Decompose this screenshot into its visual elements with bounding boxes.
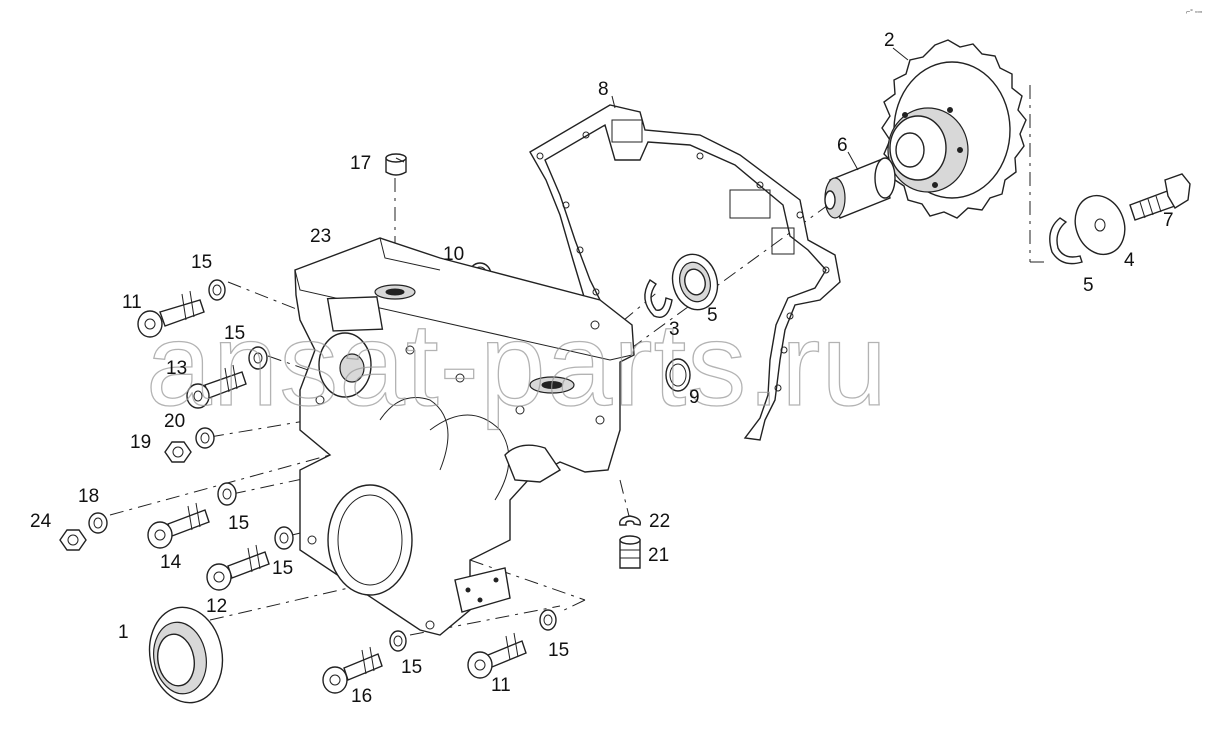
callout-15-d: 15 <box>272 558 293 579</box>
callout-19: 19 <box>130 432 151 453</box>
callout-2: 2 <box>884 30 895 51</box>
callout-15-e: 15 <box>401 657 422 678</box>
washer-20 <box>195 427 215 449</box>
watermark-text: ansat-parts.ru <box>146 299 888 431</box>
front-housing <box>294 237 635 636</box>
callout-12: 12 <box>206 596 227 617</box>
corner-mark: ⌐° ▫▫▫ <box>1186 8 1202 16</box>
callout-5-left: 5 <box>707 305 718 326</box>
gasket-8 <box>529 104 841 441</box>
callout-9: 9 <box>689 387 700 408</box>
washer-15-f <box>539 609 557 631</box>
callout-18: 18 <box>78 486 99 507</box>
circlip-5-right <box>1049 217 1083 265</box>
washer-15-a <box>208 279 226 301</box>
callout-23: 23 <box>310 226 331 247</box>
callout-15-a: 15 <box>191 252 212 273</box>
callout-15-b: 15 <box>224 323 245 344</box>
callout-15-f: 15 <box>548 640 569 661</box>
callout-3: 3 <box>669 319 680 340</box>
gear-2 <box>881 39 1027 219</box>
bolt-7 <box>1129 173 1191 221</box>
callout-11-bottom: 11 <box>491 675 511 696</box>
callout-10: 10 <box>443 244 464 265</box>
callout-labels: 1 2 3 4 5 5 6 7 8 9 10 11 11 12 13 14 15… <box>30 30 1174 707</box>
callout-7: 7 <box>1163 210 1174 231</box>
callout-20: 20 <box>164 411 185 432</box>
callout-11-top: 11 <box>122 292 142 313</box>
circlip-22 <box>619 515 641 526</box>
bolt-14 <box>147 502 210 549</box>
bolt-11-bottom <box>467 632 527 679</box>
callout-21: 21 <box>648 545 669 566</box>
bushing-6 <box>824 157 896 219</box>
callout-13: 13 <box>166 358 187 379</box>
washer-4 <box>1074 194 1126 256</box>
washer-15-e <box>389 630 407 652</box>
callout-14: 14 <box>160 552 182 573</box>
ring-9 <box>665 358 691 392</box>
circlip-3 <box>644 279 673 318</box>
callout-6: 6 <box>837 135 848 156</box>
leader-lines <box>395 47 909 171</box>
washer-15-b <box>248 346 268 370</box>
callout-5-right: 5 <box>1083 275 1094 296</box>
fitting-21 <box>619 535 641 569</box>
plug-24 <box>59 529 87 551</box>
washer-15-d <box>274 526 294 550</box>
washer-15-c <box>217 482 237 506</box>
callout-1: 1 <box>118 622 129 643</box>
callout-15-c: 15 <box>228 513 249 534</box>
seal-5-left <box>671 253 719 311</box>
washer-18 <box>88 512 108 534</box>
callout-22: 22 <box>649 511 670 532</box>
callout-4: 4 <box>1124 250 1135 271</box>
callout-8: 8 <box>598 79 609 100</box>
seal-1 <box>148 606 224 704</box>
bolt-13 <box>186 364 247 409</box>
bolt-11-top <box>137 290 205 338</box>
callout-24: 24 <box>30 511 52 532</box>
plug-19 <box>164 441 192 463</box>
callout-16: 16 <box>351 686 372 707</box>
bolt-12 <box>206 544 270 591</box>
callout-17: 17 <box>350 153 371 174</box>
bolt-16 <box>322 646 383 694</box>
plug-17 <box>385 153 407 176</box>
